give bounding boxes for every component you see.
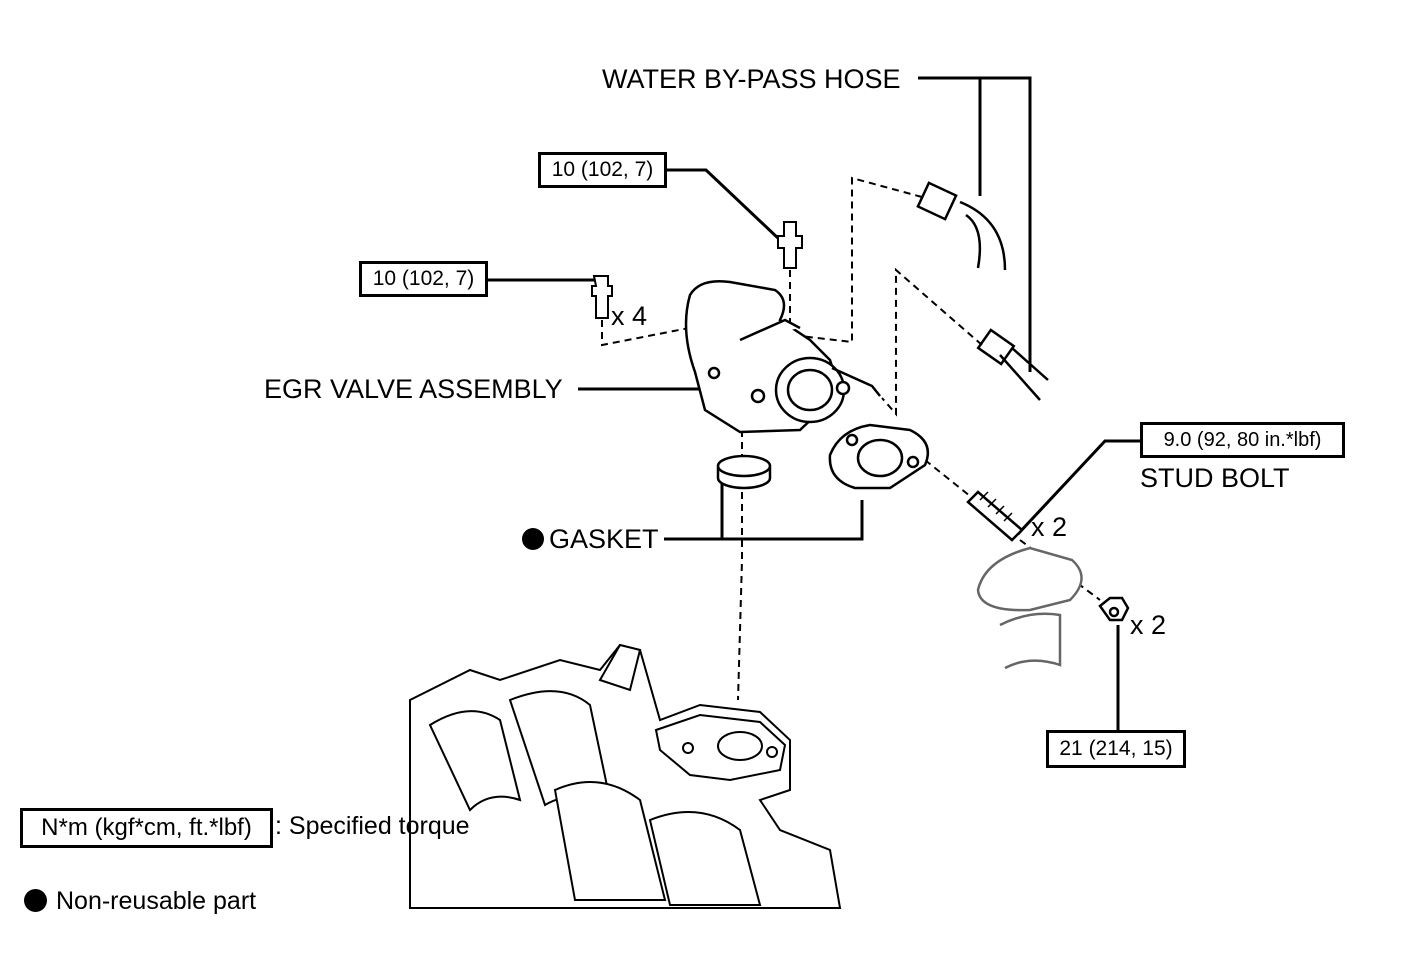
- flange-gasket-hole: [856, 438, 904, 478]
- lower-hose: [999, 347, 1049, 401]
- lower-hose-clamp: [976, 328, 1016, 366]
- left-bolt-shape: [591, 275, 613, 319]
- egr-port-inner: [786, 368, 834, 412]
- stud-bolt-label: STUD BOLT: [1140, 463, 1290, 493]
- nut-hole: [1108, 606, 1120, 618]
- legend-torque-unit-box: N*m (kgf*cm, ft.*lbf): [20, 808, 273, 848]
- stud-bolt-leader: [1016, 439, 1142, 536]
- egr-bolt-hole-2: [835, 380, 851, 396]
- round-gasket: [716, 454, 772, 490]
- legend-torque-desc: : Specified torque: [275, 812, 470, 840]
- flange-gasket-bolt-hole-2: [906, 455, 920, 469]
- gasket-non-reusable-icon: [522, 528, 544, 550]
- flange-gasket-bolt-hole-1: [845, 433, 859, 447]
- manifold-runner-4: [648, 811, 762, 906]
- egr-pipe: [739, 318, 881, 397]
- egr-bolt-hole-1: [750, 388, 766, 404]
- egr-valve-assembly-label: EGR VALVE ASSEMBLY: [264, 374, 563, 404]
- exhaust-pipe: [999, 612, 1062, 670]
- bolt-quantity-label: x 4: [611, 301, 648, 331]
- legend-non-reusable-label: Non-reusable part: [56, 887, 257, 915]
- gasket-label: GASKET: [549, 524, 659, 554]
- manifold-mount-hole-1: [682, 742, 694, 754]
- top-bolt-torque-box: 10 (102, 7): [538, 152, 667, 188]
- manifold-egr-port: [717, 731, 763, 761]
- left-bolts-torque-box: 10 (102, 7): [359, 261, 488, 297]
- stud-quantity-label: x 2: [1031, 512, 1068, 542]
- legend-non-reusable-icon: [24, 889, 47, 912]
- top-bolt-leader: [667, 168, 782, 242]
- gasket-leader: [664, 480, 864, 541]
- stud-bolt-shape: [966, 490, 1024, 542]
- nut-quantity-label: x 2: [1130, 610, 1167, 640]
- nut-torque-box: 21 (214, 15): [1046, 730, 1186, 768]
- bolt-dash-line: [601, 320, 721, 347]
- manifold-bracket: [598, 643, 642, 692]
- manifold-runner-1: [428, 710, 522, 812]
- manifold-mount-hole-2: [766, 746, 778, 758]
- stud-bolt-torque-box: 9.0 (92, 80 in.*lbf): [1140, 422, 1345, 458]
- hose-dash-line-1: [799, 176, 923, 344]
- water-hose-leader: [918, 76, 1032, 372]
- water-bypass-hose-label: WATER BY-PASS HOSE: [602, 64, 901, 94]
- hose-dash-line-2: [881, 267, 983, 417]
- egr-bolt-hole-3: [707, 366, 721, 380]
- upper-hose-clamp: [916, 181, 958, 221]
- stud-bolt-threads: [979, 491, 1013, 522]
- manifold-runner-3: [553, 781, 667, 901]
- upper-hose: [959, 200, 1007, 271]
- exhaust-pipe-flange: [976, 546, 1083, 612]
- top-bolt-shape: [777, 221, 803, 269]
